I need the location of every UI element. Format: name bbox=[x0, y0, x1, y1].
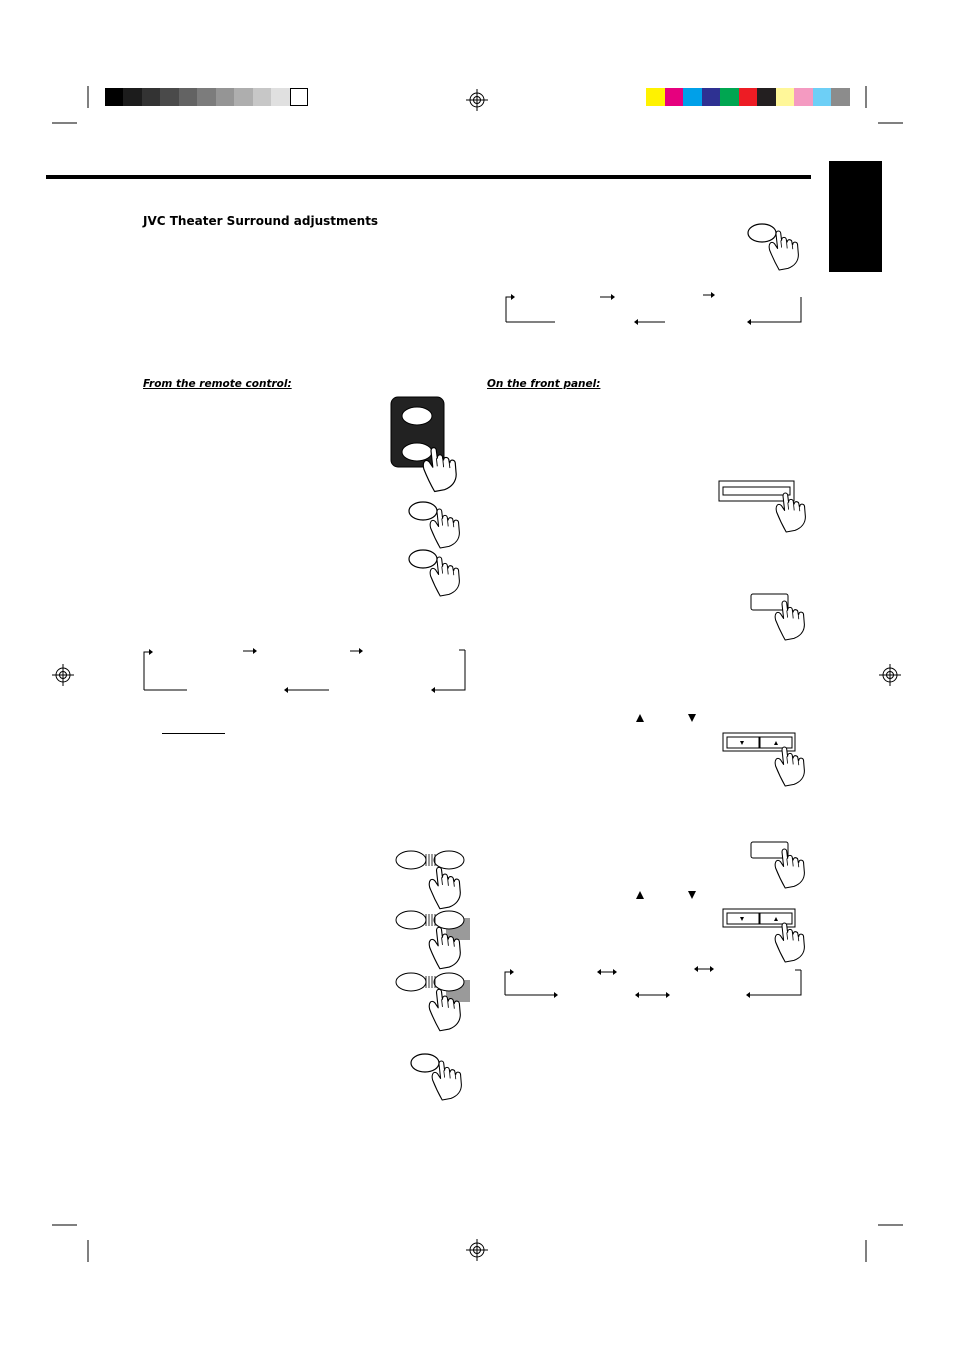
color-swatch bbox=[160, 88, 180, 106]
pressing-hand-icon bbox=[722, 732, 805, 787]
section-title: JVC Theater Surround adjustments bbox=[143, 214, 379, 228]
color-swatch bbox=[178, 88, 198, 106]
pressing-hand-icon bbox=[395, 850, 465, 910]
remote-control-heading: From the remote control: bbox=[143, 378, 292, 390]
color-swatch bbox=[271, 88, 291, 106]
registration-mark-icon bbox=[879, 664, 901, 686]
color-swatch bbox=[720, 88, 740, 106]
color-swatch bbox=[831, 88, 851, 106]
cycle-arrow-icon bbox=[143, 648, 466, 693]
color-swatch bbox=[664, 88, 684, 106]
color-swatch bbox=[141, 88, 161, 106]
color-swatch bbox=[215, 88, 235, 106]
color-swatch bbox=[646, 88, 666, 106]
underline-rule bbox=[162, 733, 225, 734]
front-panel-heading: On the front panel: bbox=[487, 378, 601, 390]
color-swatch bbox=[105, 88, 124, 106]
color-swatch bbox=[738, 88, 758, 106]
cycle-arrow-icon bbox=[505, 292, 802, 325]
up-triangle-icon bbox=[636, 714, 644, 722]
registration-mark-icon bbox=[52, 664, 74, 686]
down-triangle-icon bbox=[688, 891, 696, 899]
pressing-hand-icon bbox=[750, 593, 805, 641]
color-swatch bbox=[812, 88, 832, 106]
gray-calibration-bar bbox=[105, 88, 309, 106]
color-swatch bbox=[775, 88, 795, 106]
registration-mark-icon bbox=[466, 1239, 488, 1261]
color-swatch bbox=[197, 88, 217, 106]
color-swatch bbox=[794, 88, 814, 106]
down-triangle-icon bbox=[688, 714, 696, 722]
color-swatch bbox=[252, 88, 272, 106]
color-swatch bbox=[289, 88, 309, 106]
pressing-hand-icon bbox=[750, 841, 805, 889]
language-tab bbox=[829, 161, 882, 272]
double-arrow-icon bbox=[504, 966, 802, 998]
color-swatch bbox=[757, 88, 777, 106]
color-calibration-bar bbox=[646, 88, 851, 106]
color-swatch bbox=[701, 88, 721, 106]
pressing-hand-icon bbox=[408, 501, 460, 549]
remote-panel-icon bbox=[390, 396, 457, 493]
pressing-hand-icon bbox=[410, 1053, 462, 1101]
pressing-hand-icon bbox=[395, 910, 470, 970]
color-swatch bbox=[123, 88, 143, 106]
pressing-hand-icon bbox=[747, 223, 799, 271]
pressing-hand-icon bbox=[722, 908, 805, 963]
header-rule bbox=[46, 175, 811, 179]
color-swatch bbox=[234, 88, 254, 106]
pressing-hand-icon bbox=[718, 480, 806, 533]
registration-mark-icon bbox=[466, 89, 488, 111]
up-triangle-icon bbox=[636, 891, 644, 899]
color-swatch bbox=[683, 88, 703, 106]
pressing-hand-icon bbox=[395, 972, 470, 1032]
pressing-hand-icon bbox=[408, 549, 460, 597]
